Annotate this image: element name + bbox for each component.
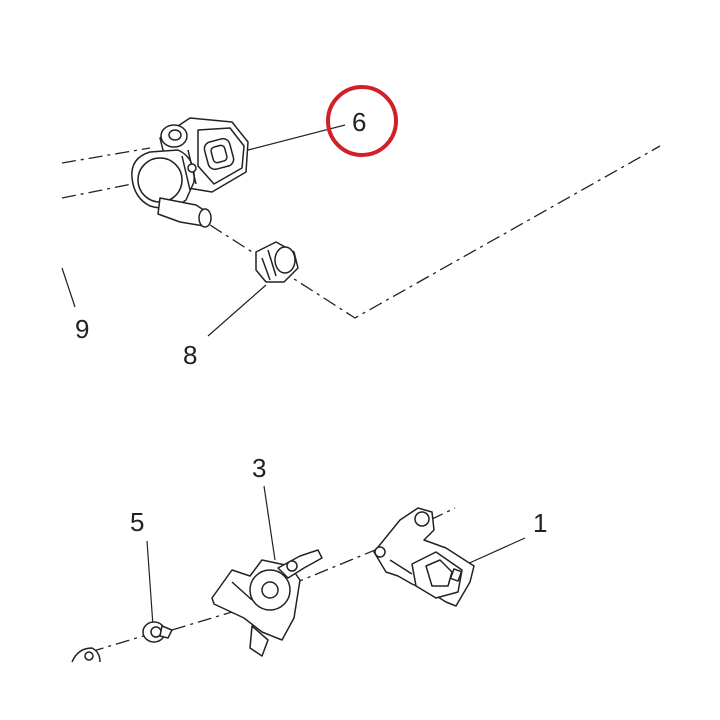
axis-line-lower-right: [429, 507, 456, 521]
axis-line-lower-mid: [171, 611, 233, 631]
assembly-axis-lines: [61, 145, 661, 653]
leader-line-8: [207, 284, 267, 337]
axis-line-lower-left: [89, 633, 151, 653]
partial-part-hole: [85, 652, 93, 660]
part-3-arm: [278, 550, 322, 578]
part-1-hole: [415, 512, 429, 526]
callout-5: 5: [130, 507, 144, 537]
part-3-slot: [232, 582, 252, 600]
callout-8: 8: [183, 340, 197, 370]
leader-line-1: [464, 537, 526, 566]
part-6-connector-inner: [210, 144, 228, 163]
part-3-tab: [250, 626, 268, 656]
part-8-face: [275, 247, 295, 273]
part-partial-bottom-left: [72, 648, 100, 662]
callout-1: 1: [533, 508, 547, 538]
part-3-arm-pin: [287, 561, 297, 571]
part-6-screw: [188, 164, 196, 172]
part-1-edge: [390, 560, 412, 574]
callout-highlight-circle: [326, 85, 398, 157]
part-8-ridge-2: [268, 250, 276, 276]
part-1-pin: [375, 547, 385, 557]
axis-line-upper-zigzag: [209, 145, 661, 319]
part-8-cap: [256, 242, 298, 282]
callout-3: 3: [252, 453, 266, 483]
leader-lines: [61, 124, 526, 627]
axis-line-lower-center: [289, 547, 381, 586]
part-3-wheel-hub: [262, 582, 278, 598]
callout-9: 9: [75, 314, 89, 344]
part-1-clip-window: [426, 560, 452, 586]
leader-line-3: [263, 485, 276, 561]
axis-line-upper-left: [61, 147, 151, 164]
leader-line-5: [146, 540, 154, 627]
part-6-shaft-tip: [199, 209, 211, 227]
part-8-ridge-1: [262, 258, 270, 280]
part-1-bracket: [374, 508, 474, 606]
part-6-drum-end: [138, 158, 182, 202]
axis-line-mid-left: [61, 183, 133, 199]
callout-6: 6: [352, 107, 366, 137]
part-3-bracket: [212, 550, 322, 656]
part-6-sensor-body: [132, 118, 248, 227]
part-6-rib-2: [182, 156, 190, 190]
part-5-clip: [143, 622, 172, 642]
part-6-top-boss-hole: [169, 130, 181, 140]
part-1-latch: [451, 569, 462, 581]
part-5-tab: [160, 626, 172, 638]
leader-line-9: [61, 267, 76, 308]
